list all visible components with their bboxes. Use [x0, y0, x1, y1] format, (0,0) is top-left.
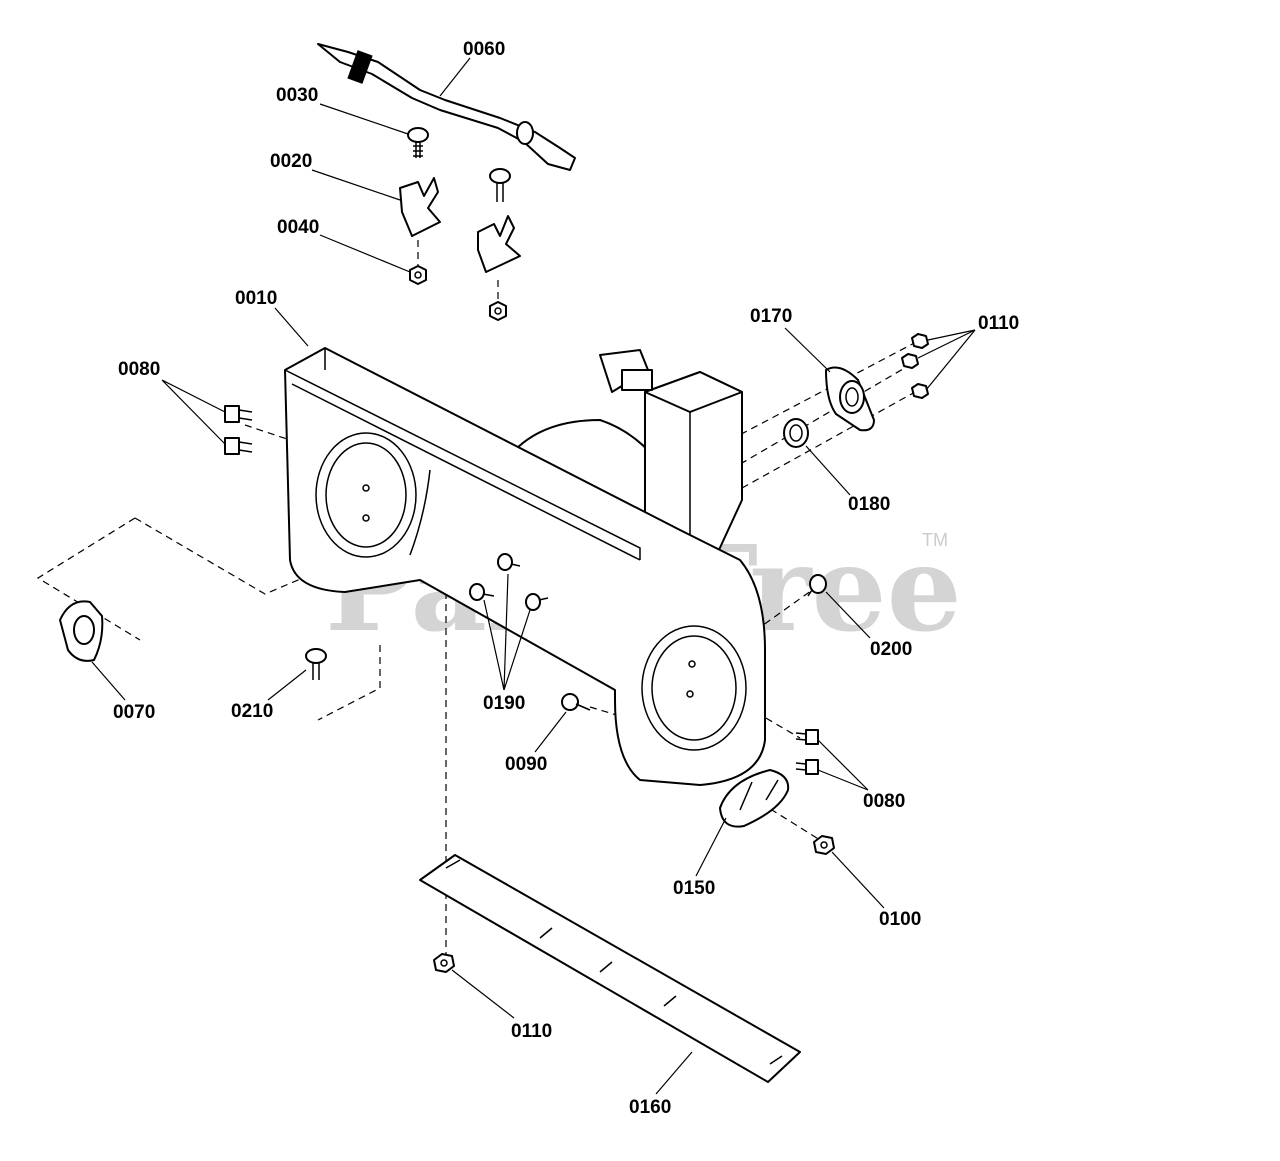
bolt-0080-right-part [795, 729, 819, 775]
callout-0040: 0040 [277, 217, 319, 238]
bolt-0080-left-part [224, 405, 253, 455]
carriage-bolt-0210-part [305, 648, 327, 680]
watermark-trademark: TM [922, 530, 948, 550]
callout-0170: 0170 [750, 306, 792, 327]
scraper-bar-0160-part [419, 854, 801, 1083]
callout-0080-right: 0080 [863, 791, 905, 812]
callout-0010: 0010 [235, 288, 277, 309]
carriage-bolt-top-part [489, 168, 511, 202]
bearing-0180-part [783, 418, 809, 448]
callout-0070: 0070 [113, 702, 155, 723]
nut-0040-part [409, 265, 507, 321]
handle-rod-part [317, 43, 576, 171]
callout-0090: 0090 [505, 754, 547, 775]
callout-0180: 0180 [848, 494, 890, 515]
callout-0030: 0030 [276, 85, 318, 106]
callout-0110-bottom: 0110 [511, 1021, 552, 1042]
callout-0200: 0200 [870, 639, 912, 660]
flange-0070-part [59, 600, 104, 662]
screw-0030-part [407, 127, 429, 158]
bolt-0190-part [469, 553, 549, 611]
skid-shoe-0150-part [719, 769, 790, 828]
callout-0080-left: 0080 [118, 359, 160, 380]
bearing-plate-0170-part [825, 366, 875, 432]
nut-0110-top-part [901, 333, 929, 399]
callout-0150: 0150 [673, 878, 715, 899]
callout-0160: 0160 [629, 1097, 671, 1118]
bolt-0200-part [807, 574, 827, 597]
chute-base-part [621, 369, 743, 553]
auger-housing-0010-part [284, 347, 766, 786]
callout-0110-top: 0110 [978, 313, 1019, 334]
clip-0020-part [399, 177, 521, 273]
nut-0110-bottom-part [433, 953, 455, 973]
callout-0100: 0100 [879, 909, 921, 930]
assembly-dashed-lines [36, 240, 921, 960]
callout-0210: 0210 [231, 701, 273, 722]
callout-0060: 0060 [463, 39, 505, 60]
callout-0020: 0020 [270, 151, 312, 172]
leader-lines [91, 57, 976, 1095]
bolt-0090-part [561, 693, 591, 711]
callout-labels: 0060 0030 0020 0040 0010 0080 0170 0110 … [113, 39, 1019, 1118]
callout-0190: 0190 [483, 693, 525, 714]
nut-0100-part [813, 835, 835, 855]
